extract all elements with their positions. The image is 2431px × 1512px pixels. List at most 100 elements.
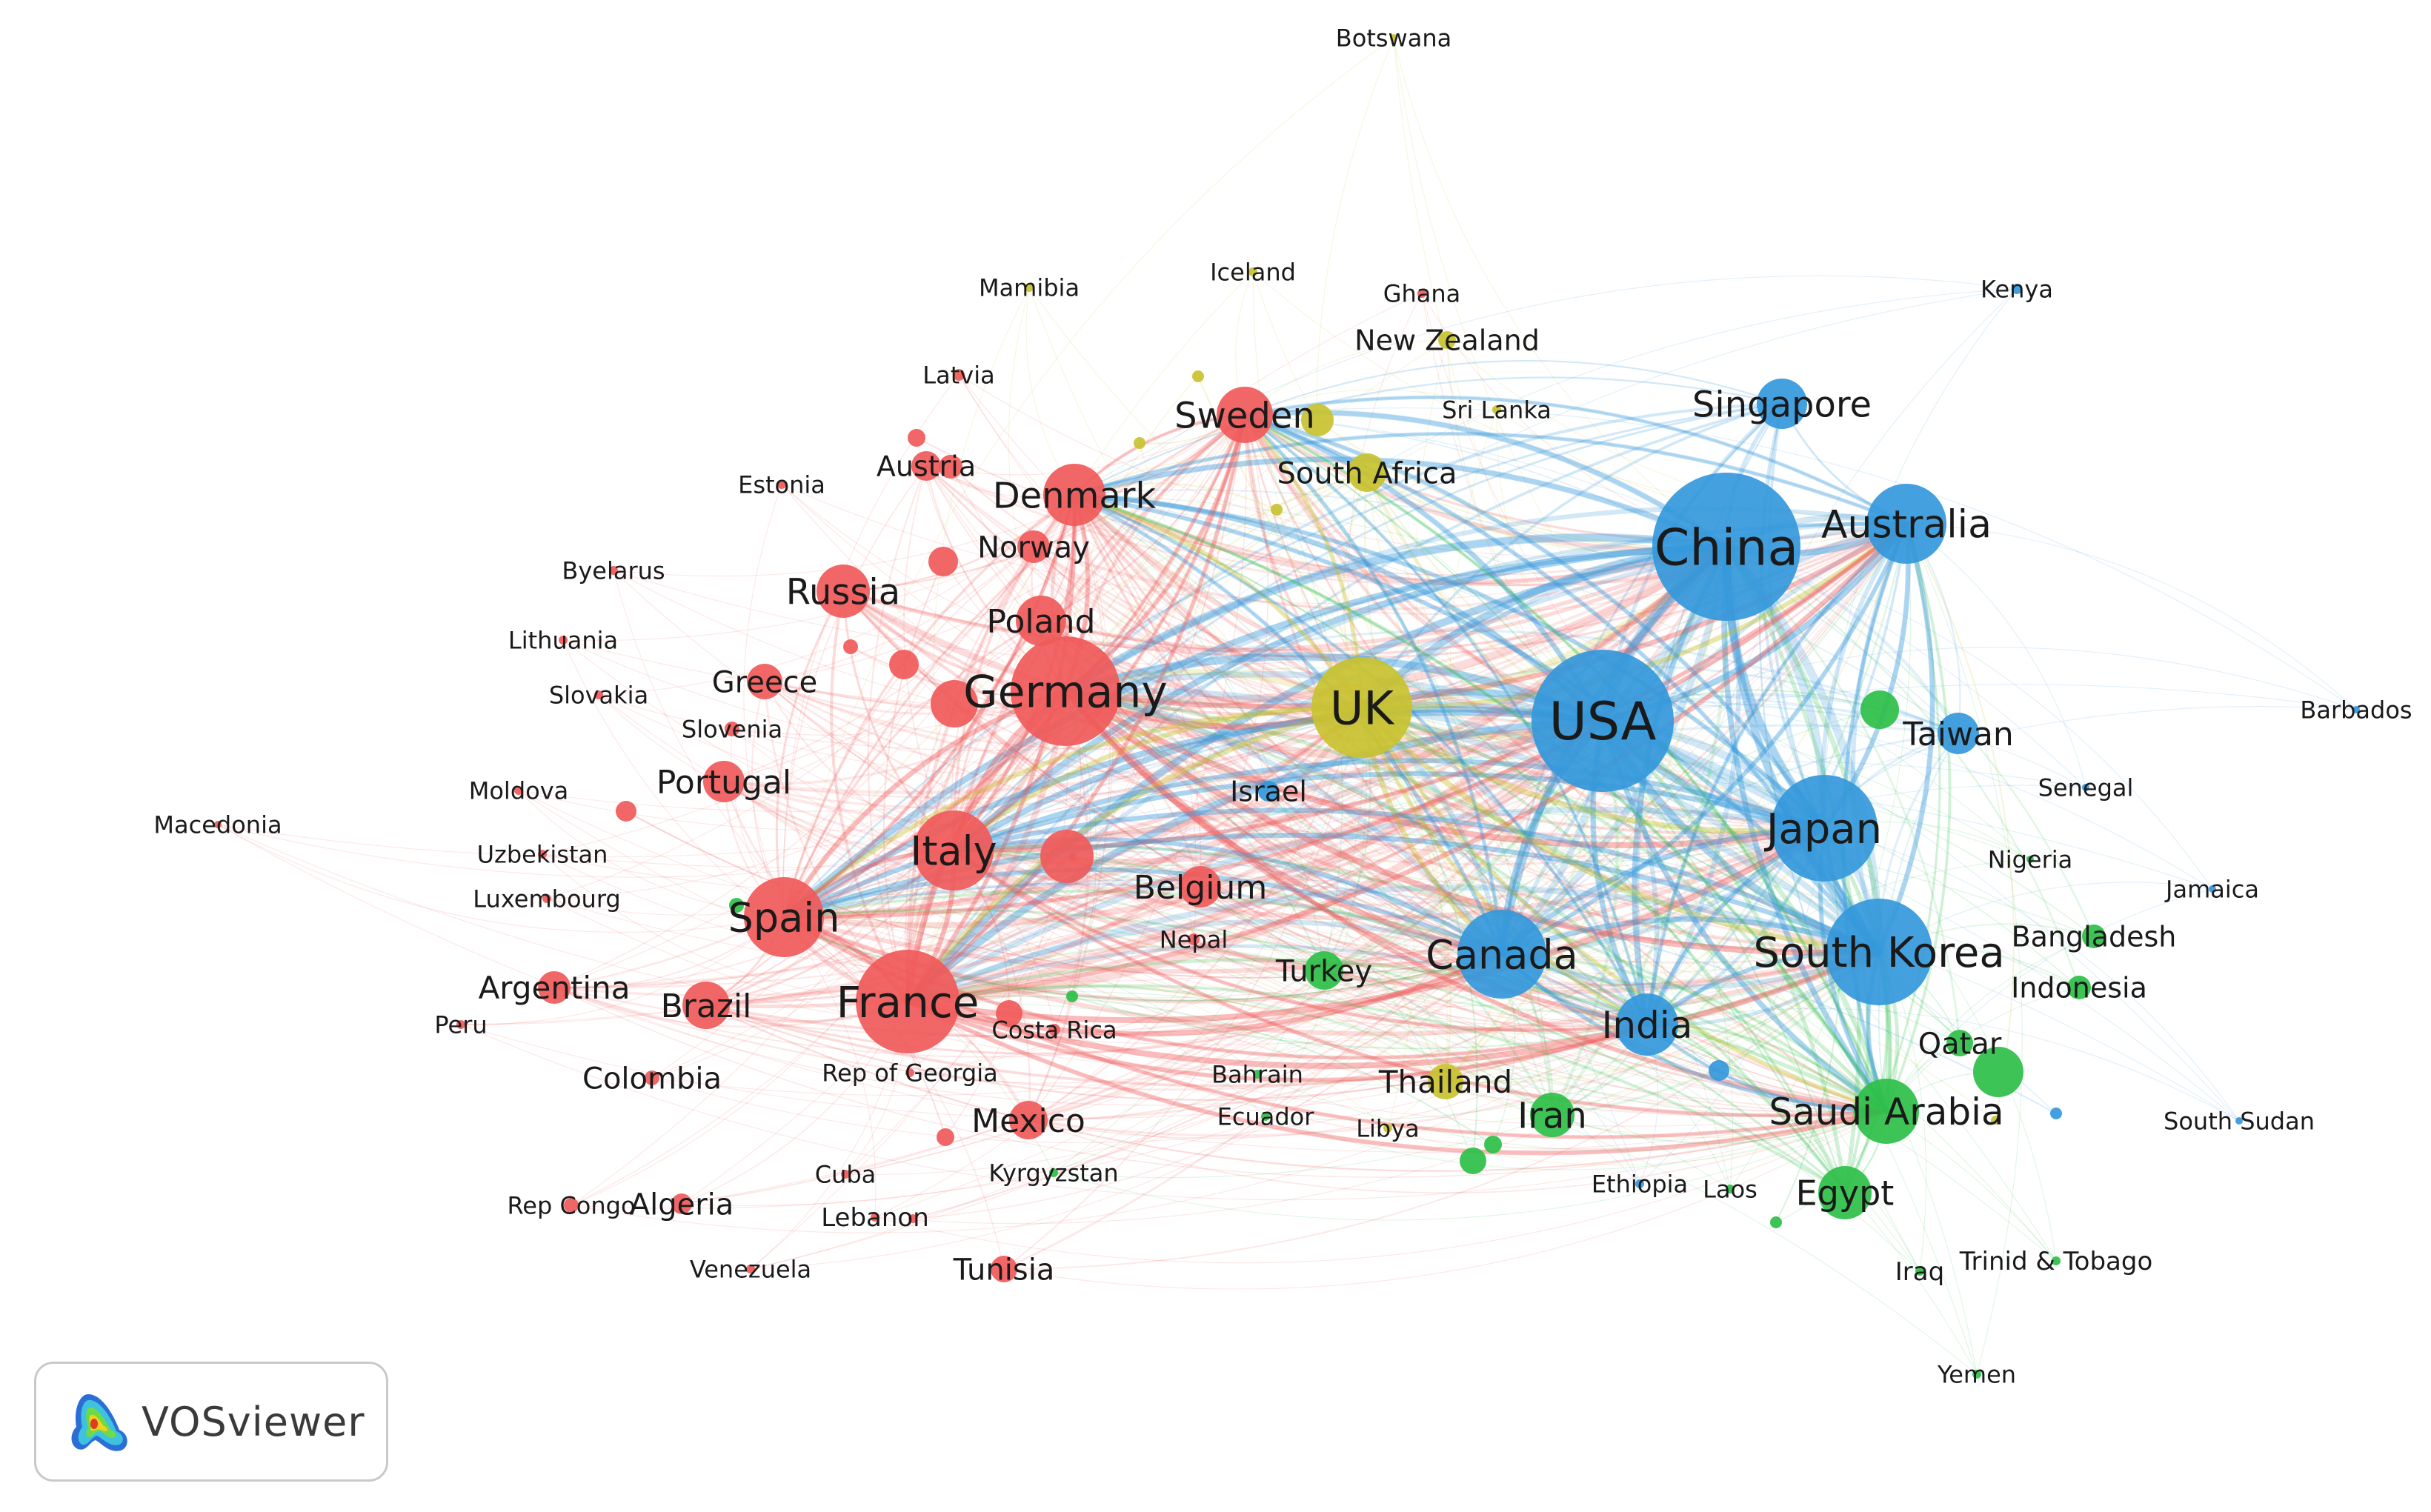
- node-laos[interactable]: [1726, 1185, 1735, 1193]
- node-unlabeled[interactable]: [729, 898, 744, 913]
- node-trinidad[interactable]: [2052, 1256, 2061, 1265]
- node-iceland[interactable]: [1248, 267, 1257, 276]
- node-argentina[interactable]: [538, 971, 571, 1004]
- node-macedonia[interactable]: [214, 821, 222, 828]
- node-turkey[interactable]: [1305, 951, 1343, 990]
- node-germany[interactable]: [1011, 636, 1120, 746]
- node-unlabeled[interactable]: [1192, 370, 1204, 382]
- node-lithuania[interactable]: [559, 636, 568, 645]
- node-estonia[interactable]: [777, 480, 786, 489]
- node-norway[interactable]: [1017, 530, 1050, 563]
- node-denmark[interactable]: [1043, 464, 1105, 526]
- node-uzbekistan[interactable]: [538, 850, 547, 859]
- node-bangladesh[interactable]: [2082, 925, 2106, 948]
- node-barbados[interactable]: [2352, 706, 2360, 713]
- node-egypt[interactable]: [1818, 1166, 1872, 1219]
- node-unlabeled[interactable]: [1484, 1136, 1502, 1153]
- node-unlabeled[interactable]: [1460, 1148, 1486, 1174]
- node-ghana[interactable]: [1417, 289, 1426, 298]
- node-repcongo[interactable]: [564, 1198, 579, 1213]
- node-saudiarabia[interactable]: [1854, 1079, 1919, 1144]
- node-venezuela[interactable]: [746, 1265, 755, 1273]
- node-brazil[interactable]: [682, 982, 730, 1029]
- node-spain[interactable]: [744, 877, 824, 957]
- node-usa[interactable]: [1532, 650, 1674, 792]
- node-sweden[interactable]: [1217, 387, 1273, 443]
- node-unlabeled[interactable]: [1991, 1116, 2000, 1125]
- node-italy[interactable]: [914, 810, 994, 890]
- node-ethiopia[interactable]: [1635, 1179, 1644, 1188]
- node-bahrain[interactable]: [1253, 1070, 1262, 1079]
- node-japan[interactable]: [1771, 775, 1878, 882]
- node-botswana[interactable]: [1390, 34, 1397, 41]
- node-unlabeled[interactable]: [928, 547, 958, 576]
- node-singapore[interactable]: [1757, 379, 1807, 429]
- node-unlabeled[interactable]: [2050, 1108, 2062, 1119]
- node-algeria[interactable]: [671, 1193, 692, 1214]
- node-austria[interactable]: [911, 451, 941, 481]
- node-libya[interactable]: [1383, 1124, 1392, 1133]
- node-israel[interactable]: [1258, 781, 1279, 802]
- node-tunisia[interactable]: [991, 1256, 1017, 1282]
- node-unlabeled[interactable]: [1973, 1047, 2023, 1097]
- node-belgium[interactable]: [1180, 866, 1221, 907]
- node-unlabeled[interactable]: [1770, 1216, 1782, 1228]
- node-cuba[interactable]: [841, 1170, 850, 1179]
- node-unlabeled[interactable]: [931, 680, 978, 727]
- node-slovakia[interactable]: [594, 690, 603, 699]
- node-unlabeled[interactable]: [1301, 404, 1334, 436]
- node-yemen[interactable]: [1972, 1370, 1981, 1379]
- node-unlabeled[interactable]: [1069, 853, 1077, 861]
- node-iran[interactable]: [1530, 1093, 1574, 1137]
- node-moldova[interactable]: [514, 786, 523, 795]
- node-unlabeled[interactable]: [1271, 504, 1283, 516]
- node-senegal[interactable]: [2082, 784, 2089, 791]
- node-unlabeled[interactable]: [996, 1000, 1022, 1027]
- node-uk[interactable]: [1311, 657, 1412, 758]
- node-taiwan[interactable]: [1938, 713, 1979, 754]
- node-russia[interactable]: [817, 564, 870, 618]
- node-southkorea[interactable]: [1826, 899, 1932, 1005]
- node-unlabeled[interactable]: [908, 1214, 917, 1223]
- node-portugal[interactable]: [703, 761, 745, 802]
- node-unlabeled[interactable]: [616, 801, 636, 822]
- node-kenya[interactable]: [2012, 284, 2022, 294]
- node-unlabeled[interactable]: [1066, 990, 1078, 1002]
- node-luxembourg[interactable]: [542, 894, 551, 903]
- node-unlabeled[interactable]: [937, 1128, 954, 1146]
- node-india[interactable]: [1616, 993, 1678, 1056]
- node-qatar[interactable]: [1946, 1030, 1973, 1056]
- node-canada[interactable]: [1457, 910, 1546, 999]
- node-jamaica[interactable]: [2209, 885, 2216, 893]
- node-kyrgyzstan[interactable]: [1049, 1168, 1058, 1177]
- node-unlabeled[interactable]: [889, 650, 919, 679]
- node-poland[interactable]: [1016, 596, 1066, 646]
- node-peru[interactable]: [456, 1020, 465, 1029]
- node-southafrica[interactable]: [1348, 453, 1386, 492]
- node-china[interactable]: [1652, 473, 1800, 621]
- node-repgeorgia[interactable]: [905, 1068, 914, 1077]
- node-nepal[interactable]: [1188, 933, 1200, 945]
- node-unlabeled[interactable]: [908, 429, 925, 447]
- node-unlabeled[interactable]: [939, 455, 962, 479]
- node-unlabeled[interactable]: [1134, 437, 1145, 449]
- node-indonesia[interactable]: [2067, 976, 2091, 999]
- node-newzealand[interactable]: [1438, 331, 1456, 349]
- node-colombia[interactable]: [645, 1070, 659, 1085]
- node-ecuador[interactable]: [1261, 1112, 1270, 1121]
- node-thailand[interactable]: [1428, 1064, 1463, 1099]
- node-srilanka[interactable]: [1492, 405, 1501, 414]
- node-byelarus[interactable]: [609, 566, 618, 575]
- node-unlabeled[interactable]: [1709, 1060, 1729, 1081]
- node-slovenia[interactable]: [725, 722, 739, 736]
- node-greece[interactable]: [747, 664, 782, 699]
- node-mexico[interactable]: [1009, 1101, 1048, 1139]
- node-unlabeled[interactable]: [1860, 690, 1899, 729]
- node-latvia[interactable]: [953, 369, 965, 381]
- node-costarica[interactable]: [1048, 1024, 1060, 1036]
- node-southsudan[interactable]: [2235, 1117, 2243, 1125]
- node-unlabeled[interactable]: [1040, 830, 1094, 883]
- node-iraq[interactable]: [1915, 1267, 1924, 1276]
- node-nigeria[interactable]: [2026, 856, 2034, 863]
- node-france[interactable]: [856, 950, 960, 1053]
